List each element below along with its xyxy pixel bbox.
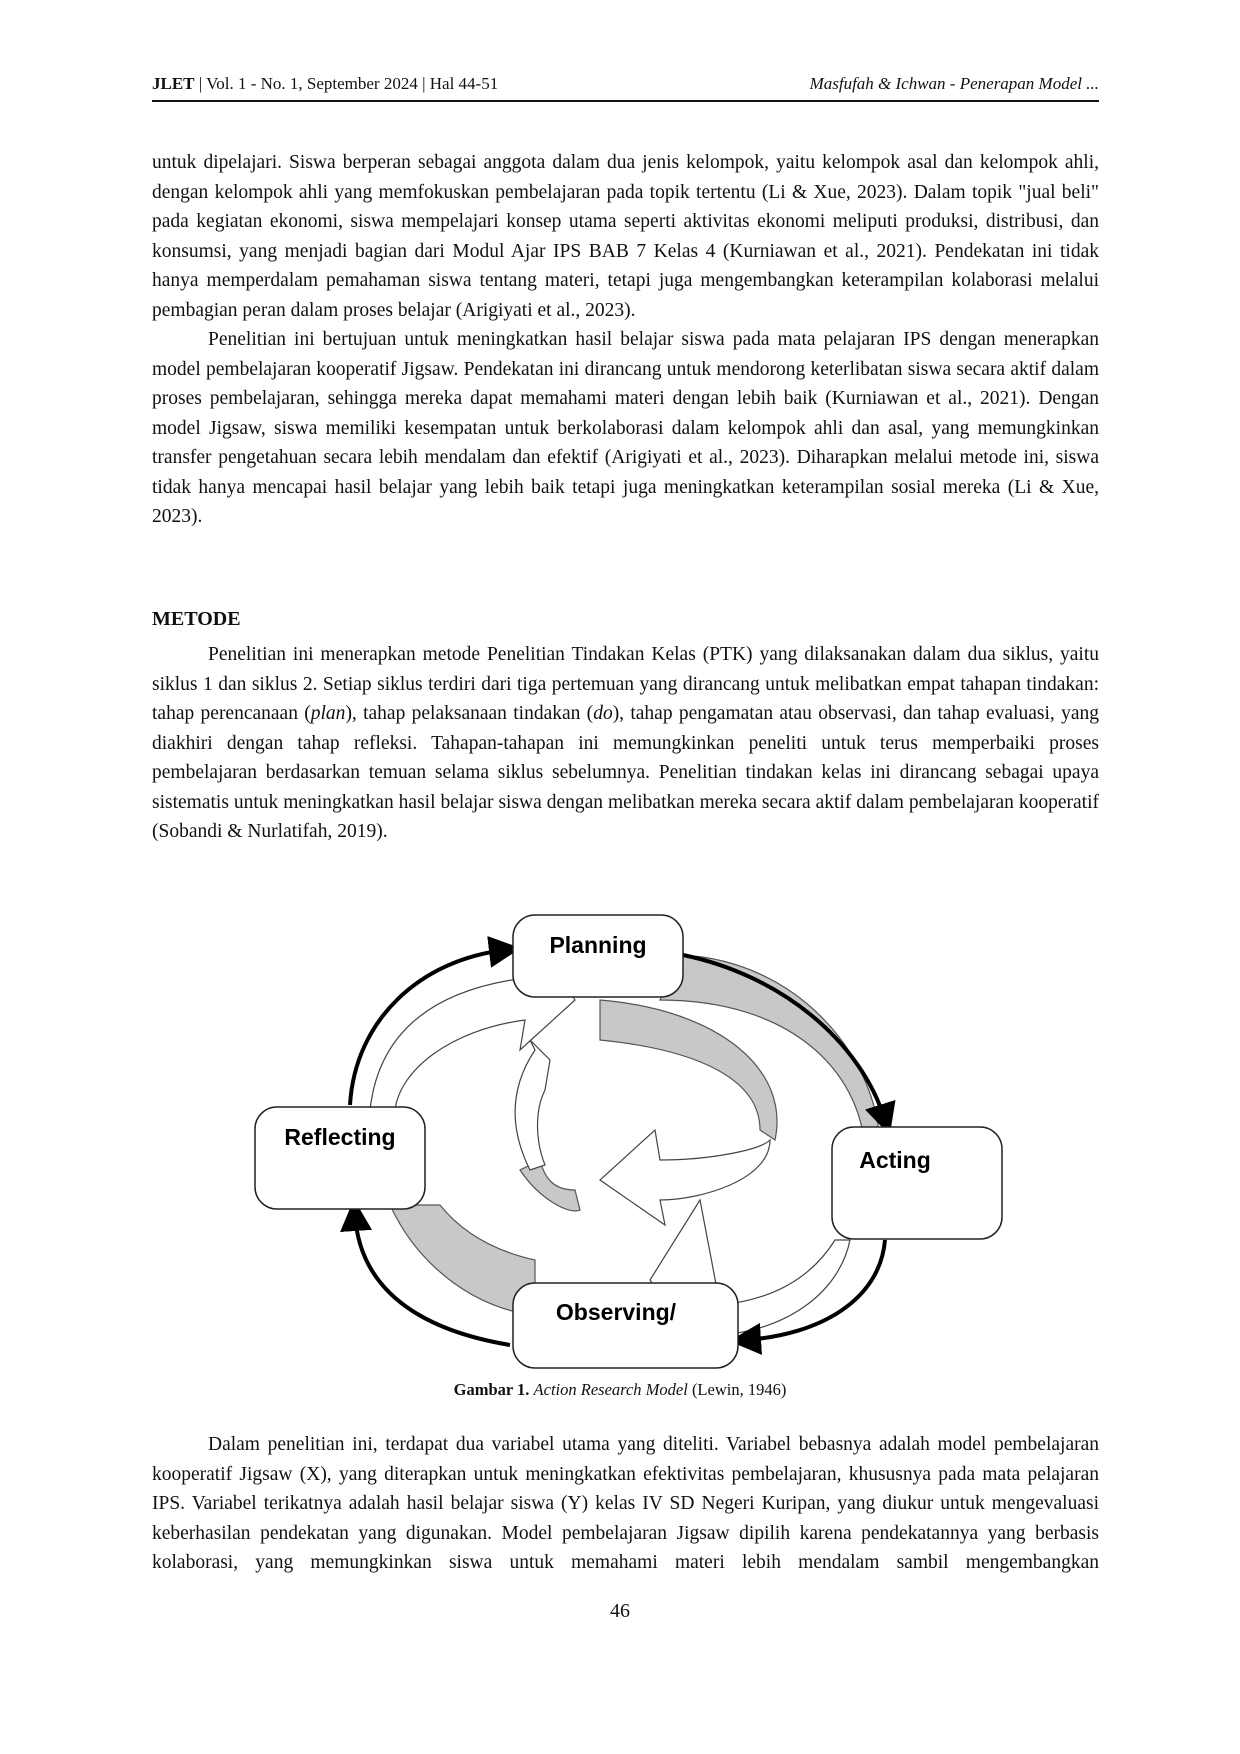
figure-caption: Gambar 1. Action Research Model (Lewin, … [0, 1380, 1240, 1400]
paragraph: Penelitian ini menerapkan metode Penelit… [152, 640, 1099, 847]
white-arrow [599, 1128, 771, 1227]
paragraph: Dalam penelitian ini, terdapat dua varia… [152, 1434, 1099, 1573]
reflecting-label: Reflecting [284, 1124, 395, 1150]
intro-text: untuk dipelajari. Siswa berperan sebagai… [152, 148, 1099, 532]
caption-title: Action Research Model [533, 1380, 688, 1399]
cycle-arrow [340, 1199, 511, 1347]
running-header: JLET | Vol. 1 - No. 1, September 2024 | … [152, 70, 1099, 102]
text: Penelitian ini menerapkan metode Penelit… [152, 644, 1099, 724]
caption-label: Gambar 1. [453, 1380, 530, 1399]
gray-band [519, 1159, 581, 1212]
paragraph: Penelitian ini bertujuan untuk meningkat… [152, 329, 1099, 527]
cycle-arrow [682, 953, 896, 1136]
term-plan: plan [310, 703, 346, 724]
caption-source: (Lewin, 1946) [691, 1380, 787, 1399]
journal-info: JLET | Vol. 1 - No. 1, September 2024 | … [152, 74, 499, 93]
after-figure-text: Dalam penelitian ini, terdapat dua varia… [152, 1430, 1099, 1578]
journal-name: JLET [152, 74, 195, 93]
term-do: do [593, 703, 613, 724]
metode-text: Penelitian ini menerapkan metode Penelit… [152, 640, 1099, 847]
reflecting-box [254, 1106, 426, 1210]
planning-box [512, 914, 684, 998]
cycle-arrow [729, 1239, 887, 1355]
planning-label: Planning [549, 932, 646, 958]
cycle-arrow [348, 935, 521, 1106]
paragraph: untuk dipelajari. Siswa berperan sebagai… [152, 152, 1099, 321]
white-arrow [514, 1039, 551, 1171]
observing-box [512, 1282, 739, 1369]
text: ), tahap pelaksanaan tindakan ( [345, 703, 594, 724]
issue-info: Vol. 1 - No. 1, September 2024 [206, 74, 418, 93]
text: ), tahap pengamatan atau observasi, dan … [152, 703, 1099, 842]
observing-label: Observing/ [556, 1299, 677, 1325]
running-title: Masfufah & Ichwan - Penerapan Model ... [809, 74, 1099, 93]
acting-label: Acting [859, 1147, 931, 1173]
page-number: 46 [610, 1600, 630, 1622]
section-heading: METODE [152, 608, 241, 630]
action-research-diagram: Planning Reflecting Acting Observing/ [254, 914, 1003, 1369]
page-range: Hal 44-51 [429, 74, 499, 93]
gray-band [599, 999, 778, 1141]
acting-box [831, 1126, 1003, 1240]
